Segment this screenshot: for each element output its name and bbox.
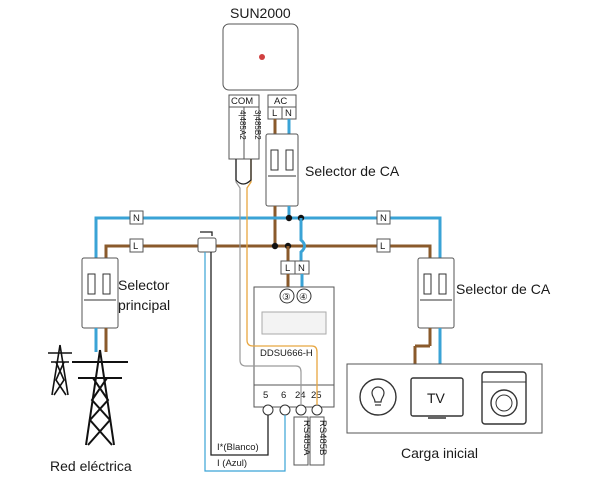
ct-white-label: I*(Blanco): [217, 442, 259, 453]
ac-switch-right-label: Selector de CA: [456, 281, 551, 297]
bus-n-left: N: [133, 213, 140, 224]
meter-terminal-4: [296, 288, 312, 304]
pin-485a2: 4|485A2: [238, 110, 247, 140]
bus-l-right: L: [380, 241, 385, 252]
bus-n-tag-right: [376, 210, 391, 225]
meter-display: [261, 311, 327, 335]
com-label: COM: [231, 96, 253, 107]
meter-model: DDSU666-H: [260, 348, 313, 359]
bus-n-tag-left: [129, 210, 144, 225]
ac-breaker-right: [417, 257, 455, 329]
ac-switch-top-label: Selector de CA: [305, 163, 400, 179]
pin-485b2: 3|485B2: [253, 110, 262, 140]
washing-machine-icon: [481, 371, 527, 425]
main-breaker-lever-l: [102, 273, 111, 295]
rs485b-tag: [309, 416, 325, 466]
grid-tower-large-icon: [72, 349, 128, 446]
meter-terminal-3: [279, 288, 295, 304]
breaker-right-lever-l: [423, 273, 432, 295]
tv-label: TV: [427, 390, 446, 406]
breaker-top-lever-n: [285, 149, 294, 171]
meter-screw-25: [311, 404, 323, 416]
bus-n-right: N: [380, 213, 387, 224]
main-switch-label-2: principal: [118, 297, 170, 313]
meter-box: [253, 286, 335, 408]
meter-l: L: [285, 263, 290, 274]
ac-n-label: N: [285, 108, 292, 119]
ct-arrow-icon: [200, 231, 213, 236]
breaker-top-lever-l: [270, 149, 279, 171]
rs485-a-cable: [235, 159, 302, 405]
rs485b-label: RS485B: [317, 420, 328, 455]
rs485a-tag: [293, 416, 309, 466]
main-breaker: [81, 257, 119, 329]
ac-label: AC: [274, 96, 287, 107]
inverter-logo-icon: [259, 54, 265, 60]
breaker-right-lever-n: [438, 273, 447, 295]
bus-n-line: [94, 216, 442, 258]
tv-icon: [410, 377, 464, 419]
main-switch-label-1: Selector: [118, 277, 170, 293]
ct-white-wire: [210, 252, 269, 456]
main-breaker-lever-n: [87, 273, 96, 295]
rs485-b-cable: [246, 159, 318, 405]
junction-l-1: [271, 242, 279, 250]
meter-term-25: 25: [311, 390, 322, 401]
meter-screw-6: [279, 404, 291, 416]
meter-t4: ④: [299, 292, 308, 303]
meter-term-24: 24: [295, 390, 306, 401]
rs485a-label: RS485A: [301, 420, 312, 456]
meter-term-6: 6: [281, 390, 286, 401]
bus-l-left: L: [133, 241, 138, 252]
ct-blue-label: I (Azul): [217, 458, 247, 469]
bus-l-tag-left: [129, 238, 144, 253]
ct-clamp: [197, 237, 217, 253]
lightbulb-icon: [359, 378, 397, 416]
meter-term-5: 5: [263, 390, 268, 401]
meter-screw-24: [295, 404, 307, 416]
meter-t3: ③: [282, 292, 291, 303]
bus-l-tag-right: [376, 238, 391, 253]
grid-label: Red eléctrica: [50, 458, 132, 474]
meter-n: N: [298, 263, 305, 274]
junction-n-1: [285, 214, 293, 222]
inverter-title: SUN2000: [230, 5, 291, 21]
meter-screw-5: [262, 404, 274, 416]
meter-n-drop: [299, 218, 306, 261]
bus-l-line: [104, 244, 432, 258]
ct-blue-wire: [204, 252, 286, 472]
load-label: Carga inicial: [401, 445, 478, 461]
grid-tower-small-icon: [48, 344, 72, 396]
com-cable-twist: [235, 159, 252, 185]
ac-l-label: L: [272, 108, 277, 119]
